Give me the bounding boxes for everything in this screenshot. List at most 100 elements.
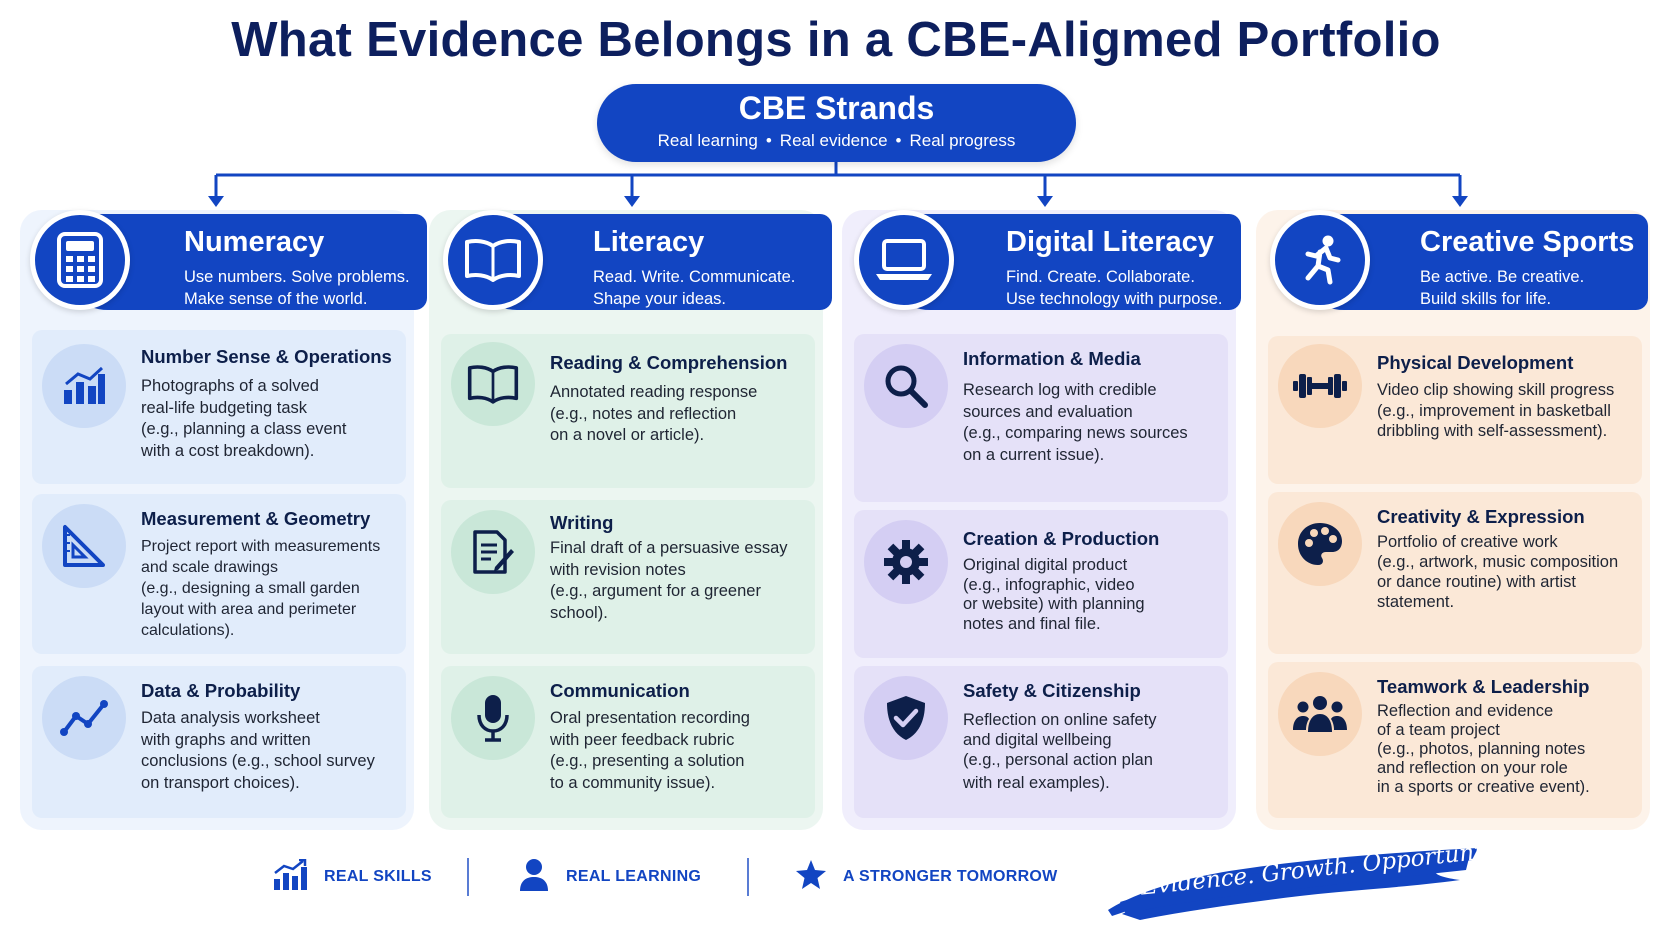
description-line: (e.g., designing a small garden (141, 580, 360, 597)
magnifier-icon (864, 344, 948, 428)
description-line: dribbling with self-assessment). (1377, 422, 1608, 440)
description-line: school). (550, 603, 608, 622)
description-line: (e.g., notes and reflection (550, 404, 737, 423)
column-tagline: Find. Create. Collaborate. Use technolog… (1006, 266, 1222, 310)
description-line: in a sports or creative event). (1377, 778, 1590, 796)
runner-icon (1270, 210, 1370, 310)
card-title: Teamwork & Leadership (1377, 676, 1590, 697)
description-line: sources and evaluation (963, 402, 1133, 421)
description-line: with peer feedback rubric (550, 730, 735, 749)
footer-divider (747, 858, 749, 896)
description-line: Portfolio of creative work (1377, 533, 1558, 551)
footer-label: REAL LEARNING (566, 868, 702, 885)
laptop-icon (854, 210, 954, 310)
dumbbell-icon (1278, 344, 1362, 428)
strand-connectors (208, 162, 1468, 207)
description-line: (e.g., improvement in basketball (1377, 401, 1611, 420)
description-line: (e.g., personal action plan (963, 751, 1153, 769)
tagline-line: Read. Write. Communicate. (593, 268, 796, 286)
description-line: Final draft of a persuasive essay (550, 539, 788, 557)
strands-tag: Real learning (657, 131, 758, 150)
description-line: or website) with planning (963, 595, 1145, 613)
column-digital-literacy: Digital Literacy Find. Create. Collabora… (842, 210, 1241, 830)
footer-item: REAL LEARNING (518, 852, 701, 902)
card-title: Physical Development (1377, 352, 1574, 373)
description-line: and scale drawings (141, 559, 278, 576)
bar-chart-icon (42, 344, 126, 428)
description-line: with real examples). (963, 774, 1110, 792)
description-line: and digital wellbeing (963, 731, 1112, 749)
card-description: Video clip showing skill progress (e.g.,… (1377, 380, 1639, 442)
card-description: Oral presentation recording with peer fe… (550, 708, 812, 794)
description-line: with revision notes (550, 560, 686, 579)
description-line: on transport choices). (141, 773, 300, 792)
description-line: (e.g., artwork, music composition (1377, 553, 1619, 571)
tagline-line: Use numbers. Solve problems. (184, 268, 410, 286)
evidence-card: Writing Final draft of a persuasive essa… (441, 500, 815, 654)
description-line: Oral presentation recording (550, 709, 750, 727)
cbe-strands-banner: CBE Strands Real learning•Real evidence•… (597, 84, 1076, 162)
description-line: Data analysis worksheet (141, 709, 320, 727)
tagline-line: Build skills for life. (1420, 290, 1552, 308)
evidence-card: Measurement & Geometry Project report wi… (32, 494, 406, 654)
card-description: Reflection and evidence of a team projec… (1377, 702, 1639, 797)
column-numeracy: Numeracy Use numbers. Solve problems. Ma… (20, 210, 427, 830)
evidence-card: Information & Media Research log with cr… (854, 334, 1228, 502)
description-line: on a novel or article). (550, 426, 705, 444)
description-line: Reflection on online safety (963, 711, 1157, 729)
card-title: Writing (550, 512, 614, 533)
evidence-card: Creation & Production Original digital p… (854, 510, 1228, 658)
document-pen-icon (451, 510, 535, 594)
description-line: (e.g., infographic, video (963, 575, 1135, 594)
description-line: Video clip showing skill progress (1377, 381, 1615, 399)
description-line: with a cost breakdown). (141, 441, 315, 460)
tagline-line: Shape your ideas. (593, 290, 727, 308)
description-line: Reflection and evidence (1377, 702, 1554, 720)
description-line: (e.g., photos, planning notes (1377, 740, 1586, 758)
evidence-card: Number Sense & Operations Photographs of… (32, 330, 406, 484)
evidence-card: Reading & Comprehension Annotated readin… (441, 334, 815, 488)
tagline-line: Make sense of the world. (184, 290, 368, 308)
description-line: (e.g., planning a class event (141, 420, 347, 438)
description-line: Research log with credible (963, 381, 1157, 399)
description-line: calculations). (141, 622, 235, 639)
person-icon (518, 858, 550, 897)
footer-divider (467, 858, 469, 896)
footer-label: REAL SKILLS (324, 868, 432, 885)
card-description: Portfolio of creative work (e.g., artwor… (1377, 532, 1647, 612)
evidence-card: Safety & Citizenship Reflection on onlin… (854, 666, 1228, 818)
description-line: (e.g., argument for a greener (550, 582, 761, 600)
description-line: (e.g., presenting a solution (550, 752, 745, 770)
column-literacy: Literacy Read. Write. Communicate. Shape… (429, 210, 832, 830)
column-title: Numeracy (184, 226, 325, 258)
evidence-card: Creativity & Expression Portfolio of cre… (1268, 492, 1642, 654)
description-line: (e.g., comparing news sources (963, 424, 1188, 442)
description-line: or dance routine) with artist (1377, 573, 1577, 591)
card-description: Final draft of a persuasive essay with r… (550, 538, 822, 624)
description-line: Annotated reading response (550, 383, 758, 401)
open-book-icon (443, 210, 543, 310)
description-line: to a community issue). (550, 773, 716, 792)
star-icon (795, 859, 827, 896)
footer-bar: REAL SKILLS REAL LEARNING A STRONGER TOM… (0, 852, 1672, 902)
book-icon (451, 342, 535, 426)
description-line: Project report with measurements (141, 538, 381, 555)
set-square-icon (42, 504, 126, 588)
card-title: Creativity & Expression (1377, 506, 1585, 527)
evidence-card: Teamwork & Leadership Reflection and evi… (1268, 662, 1642, 818)
card-title: Measurement & Geometry (141, 508, 371, 529)
card-description: Data analysis worksheet with graphs and … (141, 708, 403, 794)
column-title: Creative Sports (1420, 226, 1635, 258)
column-tagline: Be active. Be creative. Build skills for… (1420, 266, 1584, 310)
card-title: Communication (550, 680, 690, 701)
strands-title: CBE Strands (738, 90, 935, 126)
tagline-line: Use technology with purpose. (1006, 290, 1223, 308)
column-title: Digital Literacy (1006, 226, 1214, 258)
strands-tag: Real evidence (779, 131, 888, 150)
footer-label: A STRONGER TOMORROW (843, 868, 1058, 885)
microphone-icon (451, 676, 535, 760)
page-title: What Evidence Belongs in a CBE-Aligmed P… (231, 13, 1441, 67)
strands-tagline: Real learning•Real evidence•Real progres… (657, 131, 1016, 150)
growth-chart-icon (272, 858, 308, 896)
column-title: Literacy (593, 226, 705, 258)
